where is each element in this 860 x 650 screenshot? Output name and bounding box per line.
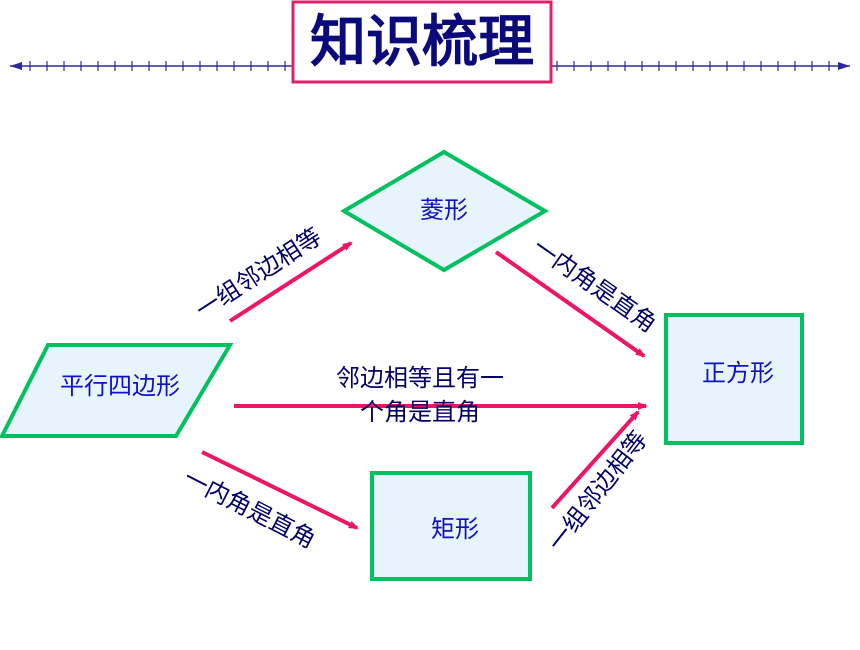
label-para-to-square-line1: 邻边相等且有一 <box>336 364 504 392</box>
arrow-rhombus-to-square <box>494 250 646 358</box>
arrow-para-to-rhombus <box>228 241 353 323</box>
rhombus-label: 菱形 <box>420 196 468 224</box>
page-title: 知识梳理 <box>310 10 534 75</box>
rectangle-shape: 矩形 <box>370 471 532 581</box>
arrow-rectangle-to-square <box>550 410 640 510</box>
rectangle-label: 矩形 <box>431 515 479 543</box>
arrow-para-to-rectangle <box>201 450 359 530</box>
label-rectangle-to-square: 一组邻边相等 <box>542 426 653 557</box>
square-shape: 正方形 <box>664 313 804 445</box>
parallelogram-shape: 平行四边形 <box>0 343 234 438</box>
rhombus-shape: 菱形 <box>340 149 549 273</box>
square-label: 正方形 <box>702 359 774 387</box>
title-box: 知识梳理 <box>291 0 553 84</box>
label-para-to-square-line2: 个角是直角 <box>360 398 480 426</box>
parallelogram-label: 平行四边形 <box>60 372 180 400</box>
